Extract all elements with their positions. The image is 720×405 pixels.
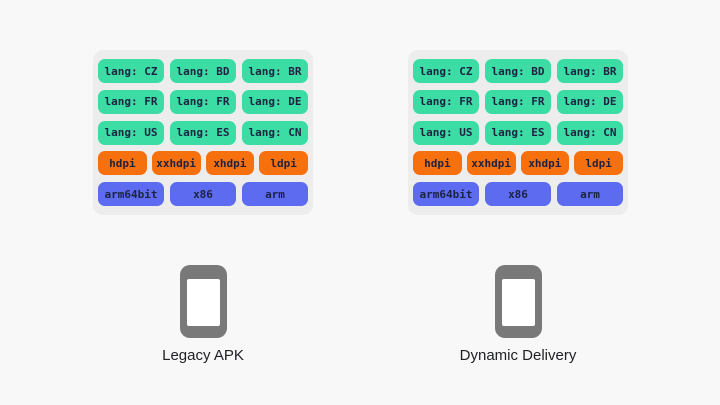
chip-lang-fr: lang: FR bbox=[98, 89, 164, 114]
dynamic-delivery-label: Dynamic Delivery bbox=[459, 347, 577, 364]
chip-lang-bd: lang: BD bbox=[485, 59, 551, 83]
chip-lang-fr: lang: FR bbox=[485, 89, 551, 114]
chip-lang-de: lang: DE bbox=[242, 89, 308, 114]
phone-screen bbox=[501, 279, 535, 326]
chip-lang-us: lang: US bbox=[413, 120, 479, 145]
phone-screen bbox=[186, 279, 220, 326]
chip-xxhdpi: xxhdpi bbox=[151, 151, 201, 176]
chip-lang-cn: lang: CN bbox=[242, 120, 308, 145]
chip-xhdpi: xhdpi bbox=[520, 151, 570, 176]
legacy-apk-label: Legacy APK bbox=[162, 347, 244, 364]
phone-icon bbox=[179, 265, 227, 338]
chip-lang-es: lang: ES bbox=[170, 120, 236, 145]
chip-x86: x86 bbox=[485, 182, 551, 206]
chip-lang-us: lang: US bbox=[98, 120, 164, 145]
phone-icon bbox=[494, 265, 542, 338]
chip-lang-cn: lang: CN bbox=[557, 120, 623, 145]
chip-xhdpi: xhdpi bbox=[205, 151, 255, 176]
chip-ldpi: ldpi bbox=[259, 151, 308, 176]
chip-lang-es: lang: ES bbox=[485, 120, 551, 145]
chip-lang-cz: lang: CZ bbox=[413, 59, 479, 83]
chip-lang-de: lang: DE bbox=[557, 89, 623, 114]
chip-arm: arm bbox=[242, 182, 308, 206]
chip-arm64bit: arm64bit bbox=[98, 182, 164, 206]
chip-arm: arm bbox=[557, 182, 623, 206]
chip-hdpi: hdpi bbox=[413, 151, 462, 176]
chip-lang-br: lang: BR bbox=[242, 59, 308, 83]
chip-lang-br: lang: BR bbox=[557, 59, 623, 83]
chip-lang-bd: lang: BD bbox=[170, 59, 236, 83]
chip-ldpi: ldpi bbox=[574, 151, 623, 176]
chip-lang-fr: lang: FR bbox=[170, 89, 236, 114]
chip-x86: x86 bbox=[170, 182, 236, 206]
chip-xxhdpi: xxhdpi bbox=[466, 151, 516, 176]
chip-arm64bit: arm64bit bbox=[413, 182, 479, 206]
chip-lang-cz: lang: CZ bbox=[98, 59, 164, 83]
chip-lang-fr: lang: FR bbox=[413, 89, 479, 114]
chip-hdpi: hdpi bbox=[98, 151, 147, 176]
